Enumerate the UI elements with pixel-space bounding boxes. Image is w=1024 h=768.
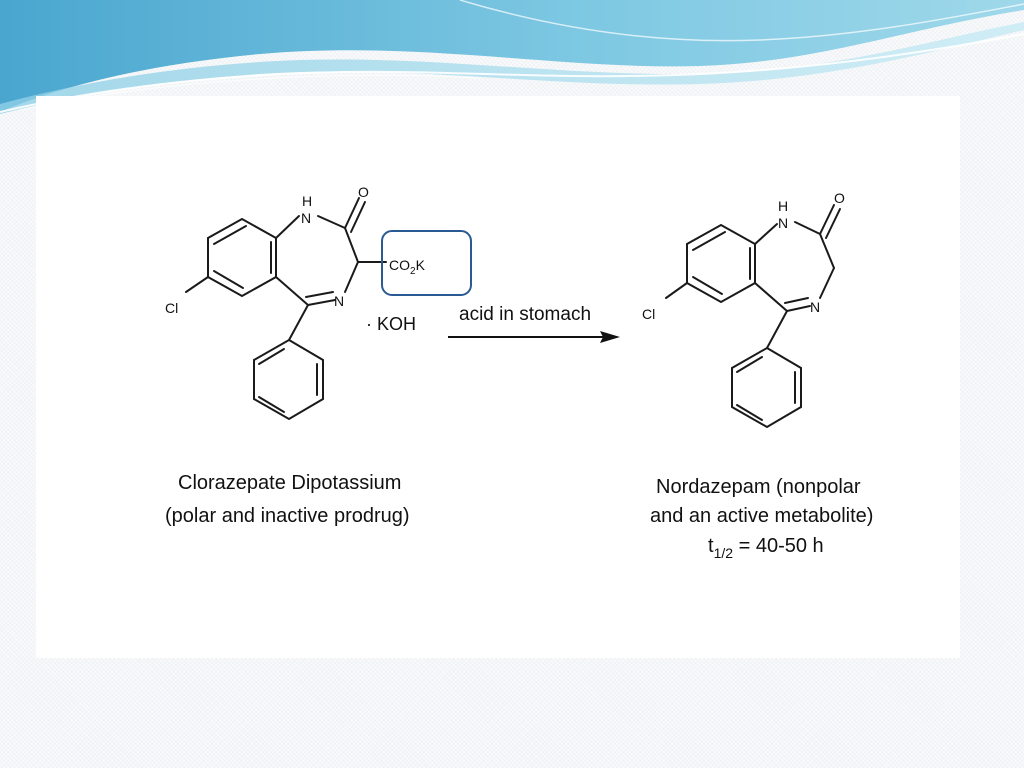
nordazepam-structure — [665, 204, 841, 429]
reactant-imine-n-label: N — [334, 293, 344, 309]
slide-content-panel — [36, 96, 960, 658]
product-cl-label: Cl — [642, 306, 655, 322]
product-carbonyl-o-label: O — [834, 190, 845, 206]
nordazepam-atom-labels: H N O N Cl — [642, 190, 845, 322]
koh-salt-label: · KOH — [366, 314, 416, 334]
product-imine-n-label: N — [810, 299, 820, 315]
reactant-nh-n-label: N — [301, 210, 311, 226]
clorazepate-atom-labels: H N O N Cl CO2K · KOH — [165, 184, 426, 334]
product-nh-n-label: N — [778, 215, 788, 231]
carboxylate-label: CO2K — [389, 257, 426, 277]
product-caption-line1: Nordazepam (nonpolar — [656, 476, 861, 498]
reactant-caption-line2: (polar and inactive prodrug) — [165, 505, 410, 527]
header-wave-decoration — [0, 0, 1024, 114]
product-halflife: t1/2 = 40-50 h — [708, 535, 824, 561]
carboxylate-highlight-box — [381, 230, 472, 296]
reactant-cl-label: Cl — [165, 300, 178, 316]
reactant-nh-h-label: H — [302, 193, 312, 209]
product-caption-line2: and an active metabolite) — [650, 505, 873, 527]
reactant-carbonyl-o-label: O — [358, 184, 369, 200]
reactant-caption-line1: Clorazepate Dipotassium — [178, 472, 401, 494]
arrow-label: acid in stomach — [459, 304, 591, 325]
product-nh-h-label: H — [778, 198, 788, 214]
reaction-arrow — [448, 331, 620, 343]
clorazepate-structure — [185, 197, 387, 421]
